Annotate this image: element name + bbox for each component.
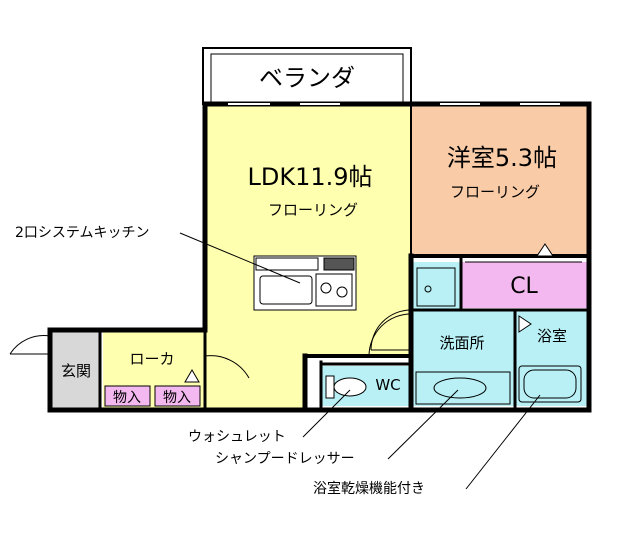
toilet: WC: [325, 375, 401, 399]
balcony-label: ベランダ: [259, 64, 355, 92]
bath-dryer-callout: 浴室乾燥機能付き: [313, 480, 425, 497]
western-room: 洋室5.3帖 フローリング: [411, 104, 589, 256]
balcony: ベランダ: [202, 47, 412, 105]
bathroom: 浴室: [518, 315, 582, 403]
stove: [315, 273, 353, 307]
corridor-label: ローカ: [129, 350, 174, 368]
bathtub: [518, 365, 582, 403]
ldk-floor: フローリング: [268, 201, 358, 219]
corridor: ローカ: [129, 350, 250, 383]
shampoo-dresser-callout: シャンプードレッサー: [215, 451, 355, 467]
entrance: 玄関: [9, 335, 91, 380]
closet: CL: [461, 262, 587, 308]
kitchen-sink: [259, 275, 313, 305]
vanity: [415, 371, 511, 405]
entrance-label: 玄関: [61, 362, 91, 380]
storage-label-2: 物入: [163, 390, 191, 406]
washroom-label: 洗面所: [439, 334, 484, 352]
washer-pan: [416, 267, 456, 307]
closet-label: CL: [510, 274, 538, 299]
kitchen: [253, 255, 357, 311]
western-name: 洋室5.3帖: [447, 144, 557, 172]
western-floor: フローリング: [450, 183, 540, 201]
bathroom-label: 浴室: [537, 327, 567, 345]
washroom: 洗面所: [370, 267, 511, 405]
toilet-bowl: [333, 377, 367, 397]
washlet-callout: ウォシュレット: [188, 429, 286, 445]
ldk-name: LDK11.9帖: [247, 163, 372, 191]
kitchen-callout: 2口システムキッチン: [15, 225, 150, 241]
toilet-label: WC: [375, 376, 400, 394]
callouts: 2口システムキッチン ウォシュレット シャンプードレッサー 浴室乾燥機能付き: [15, 225, 541, 497]
storage-label-1: 物入: [113, 390, 141, 406]
